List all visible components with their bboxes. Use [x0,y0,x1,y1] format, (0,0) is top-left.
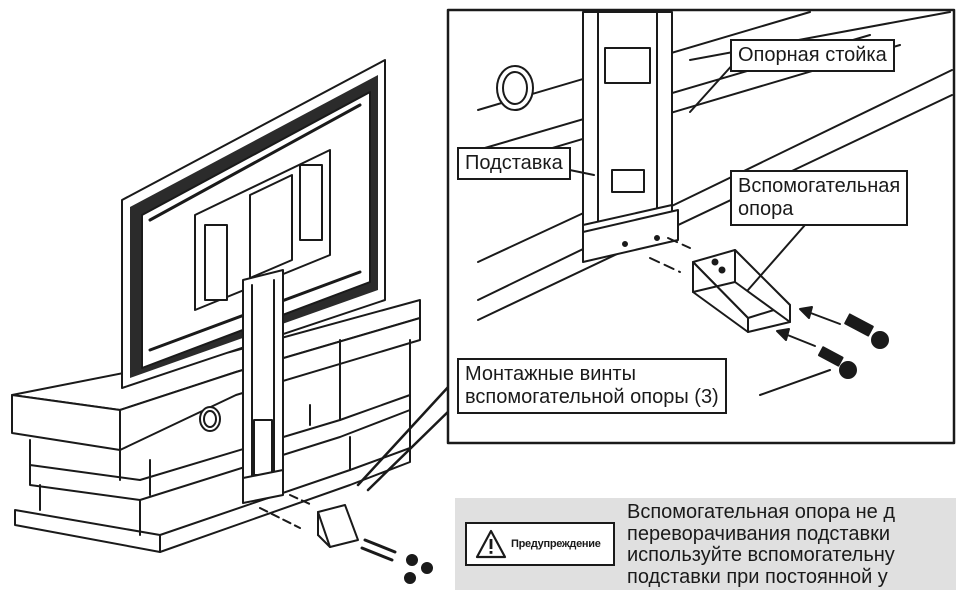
label-stand: Подставка [457,147,571,180]
support-post [242,269,284,504]
aux-support-small [259,494,433,584]
detail-view [477,11,953,396]
warning-line: используйте вспомогательну [627,545,895,566]
warning-badge: Предупреждение [465,522,615,566]
label-mounting-screws-line1: Монтажные винты [465,363,636,385]
warning-line: переворачивания подставки [627,523,891,545]
magnifier-lines [356,383,457,492]
label-stand-text: Подставка [465,152,563,174]
label-mounting-screws-line2: вспомогательной опоры (3) [465,386,719,408]
warning-badge-label: Предупреждение [511,538,601,550]
label-aux-support-line2: опора [738,198,794,220]
warning-line: Вспомогательная опора не д [627,502,896,523]
label-support-post-text: Опорная стойка [738,44,887,66]
label-aux-support: Вспомогательная опора [730,170,909,226]
label-support-post: Опорная стойка [730,39,895,72]
label-aux-support-line1: Вспомогательная [738,175,901,197]
warning-text: Вспомогательная опора не д переворачиван… [627,502,956,588]
flat-panel-tv [121,59,386,389]
warning-line: подставки при постоянной у [627,566,888,588]
warning-triangle-icon [475,529,507,559]
label-mounting-screws: Монтажные винты вспомогательной опоры (3… [457,358,727,414]
warning-panel: Предупреждение Вспомогательная опора не … [455,498,956,590]
